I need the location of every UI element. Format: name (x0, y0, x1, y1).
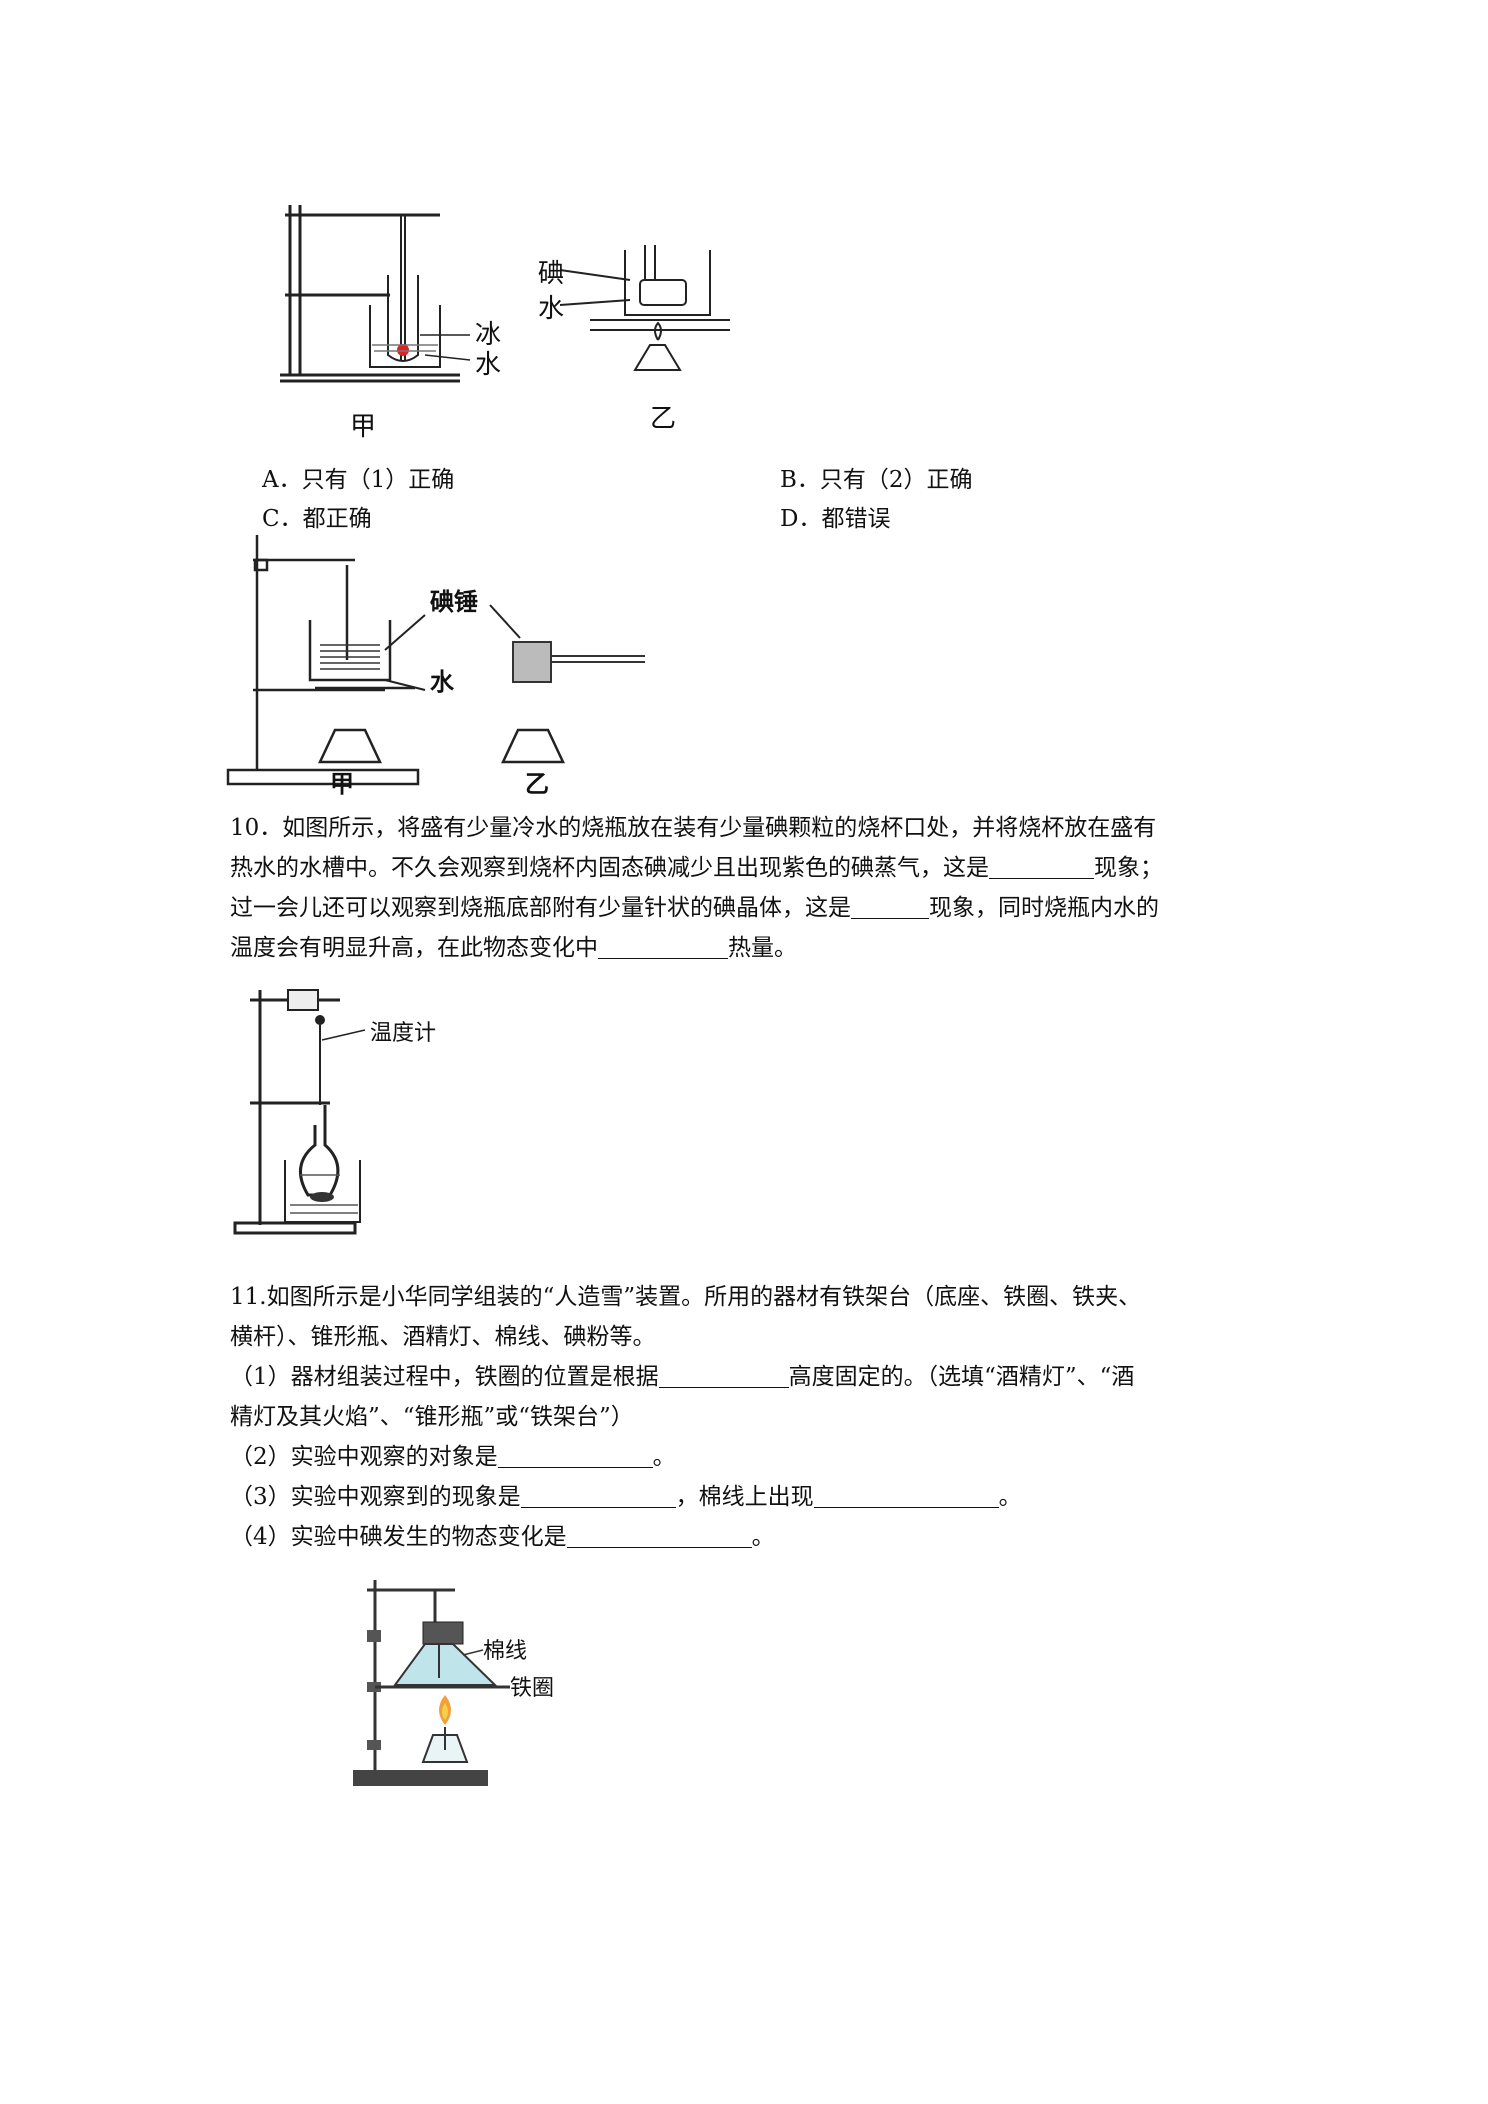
iodine-hammer-figure: 碘锤 水 甲 乙 (226, 535, 645, 798)
q10-line-4: 温度会有明显升高，在此物态变化中热量。 (230, 935, 797, 961)
q10-line-2: 热水的水槽中。不久会观察到烧杯内固态碘减少且出现紫色的碘蒸气，这是现象； (230, 855, 1163, 881)
hammer-right-label: 乙 (525, 770, 549, 798)
q11-blank-2[interactable] (497, 1445, 653, 1468)
option-c[interactable]: C．都正确 (262, 506, 372, 532)
q9-figure: 冰 水 甲 碘 水 乙 (280, 205, 730, 442)
hammer-label: 碘锤 (430, 588, 478, 616)
q11-line-2: 横杆）、锥形瓶、酒精灯、棉线、碘粉等。 (230, 1324, 656, 1350)
q11-part-3: （3）实验中观察到的现象是，棉线上出现。 (230, 1484, 1022, 1510)
q9-left-label: 甲 (350, 412, 376, 442)
q11-blank-4[interactable] (813, 1485, 999, 1508)
q9-water-label: 水 (475, 350, 501, 380)
ring-label: 铁圈 (510, 1676, 554, 1701)
q11-part-2: （2）实验中观察的对象是。 (230, 1444, 676, 1470)
q10-figure: 温度计 (233, 989, 436, 1235)
q11-figure: 棉线 铁圈 (353, 1580, 554, 1786)
hammer-water-label: 水 (430, 668, 455, 696)
q10-blank-2[interactable] (851, 896, 929, 919)
q9-ice-label: 冰 (475, 320, 501, 350)
q11-line-1: 11.如图所示是小华同学组装的“人造雪”装置。所用的器材有铁架台（底座、铁圈、铁… (230, 1284, 1142, 1310)
q11-part-1: （1）器材组装过程中，铁圈的位置是根据高度固定的。（选填“酒精灯”、“酒 (230, 1364, 1135, 1390)
q10-line-3: 过一会儿还可以观察到烧瓶底部附有少量针状的碘晶体，这是现象，同时烧瓶内水的 (230, 895, 1159, 921)
q11-blank-1[interactable] (658, 1365, 789, 1388)
q11-part-1-cont: 精灯及其火焰”、“锥形瓶”或“铁架台”） (230, 1404, 634, 1430)
q10-blank-1[interactable] (989, 856, 1094, 879)
q9-iodine-label: 碘 (538, 259, 564, 289)
option-b[interactable]: B．只有（2）正确 (780, 467, 973, 493)
q11-part-4: （4）实验中碘发生的物态变化是。 (230, 1524, 775, 1550)
q10-blank-3[interactable] (598, 936, 728, 959)
hammer-left-label: 甲 (330, 770, 354, 798)
cotton-label: 棉线 (483, 1639, 527, 1664)
q10-line-1: 10．如图所示，将盛有少量冷水的烧瓶放在装有少量碘颗粒的烧杯口处，并将烧杯放在盛… (230, 815, 1157, 841)
q9-right-label: 乙 (650, 404, 676, 434)
q9-water2-label: 水 (538, 294, 564, 324)
thermometer-label: 温度计 (370, 1021, 436, 1046)
q11-blank-3[interactable] (520, 1485, 676, 1508)
question-11: 11.如图所示是小华同学组装的“人造雪”装置。所用的器材有铁架台（底座、铁圈、铁… (230, 1277, 1270, 1557)
option-a[interactable]: A．只有（1）正确 (262, 467, 455, 493)
q11-blank-5[interactable] (566, 1525, 752, 1548)
question-10: 10．如图所示，将盛有少量冷水的烧瓶放在装有少量碘颗粒的烧杯口处，并将烧杯放在盛… (230, 808, 1270, 968)
option-d[interactable]: D．都错误 (780, 506, 891, 532)
